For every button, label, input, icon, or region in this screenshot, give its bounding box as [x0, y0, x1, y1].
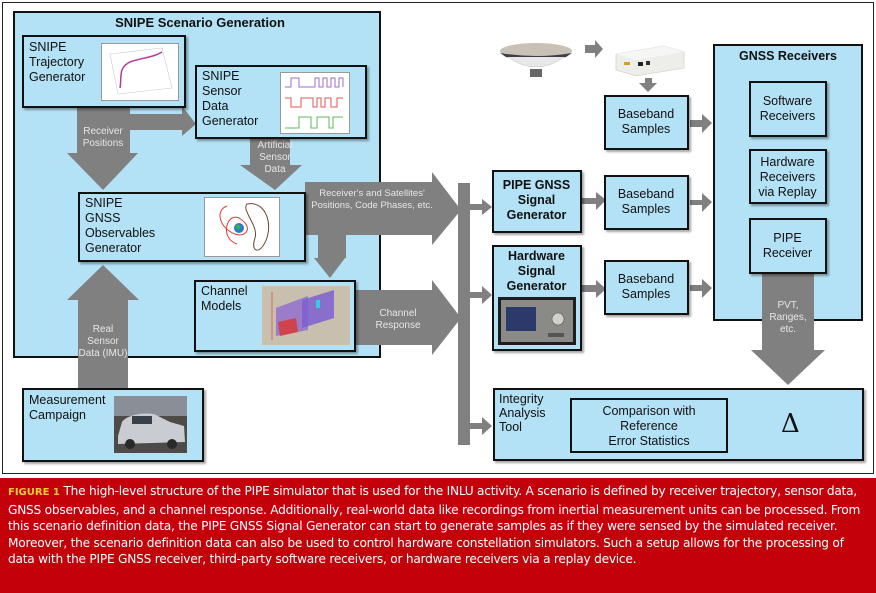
pvt-ranges-label: PVT, Ranges, etc.: [769, 300, 807, 335]
pvt-ranges-arrow: [751, 272, 825, 385]
receiver-positions-branch-arrow: [130, 106, 196, 136]
pipe-signal-generator-box: PIPE GNSS Signal Generator: [492, 170, 582, 233]
observables-generator-box: SNIPE GNSS Observables Generator: [78, 192, 306, 262]
figure-label: FIGURE 1: [8, 487, 60, 498]
pipe-receiver-box: PIPE Receiver: [749, 218, 827, 274]
signal-generator-device-photo: [498, 297, 576, 345]
sensor-signals-thumbnail: [280, 72, 350, 134]
figure-caption: FIGURE 1 The high-level structure of the…: [0, 478, 876, 593]
arrow-layer: [67, 40, 825, 445]
distribution-bus: [458, 183, 470, 445]
baseband-samples-box: Baseband Samples: [604, 175, 689, 230]
antenna-to-frontend-arrow: [585, 40, 603, 58]
trajectory-generator-label: SNIPE Trajectory Generator: [29, 40, 86, 84]
positions-code-phases-label: Receiver's and Satellites' Positions, Co…: [311, 188, 433, 211]
delta-icon: Δ: [781, 409, 800, 439]
baseband-samples-box: Baseband Samples: [604, 95, 689, 150]
positions-to-channel-arrow: [314, 235, 346, 278]
channel-model-thumbnail: [262, 286, 350, 345]
baseband-samples-box: Baseband Samples: [604, 260, 689, 315]
artificial-sensor-data-arrow: [240, 139, 302, 190]
channel-models-box: Channel Models: [194, 280, 356, 352]
positions-code-phases-arrow: [305, 172, 461, 245]
sensor-data-generator-label: SNIPE Sensor Data Generator: [202, 69, 259, 128]
artificial-sensor-data-label: Artificial Sensor Data: [257, 140, 293, 175]
car-photo-thumbnail: [114, 396, 187, 453]
observables-generator-label: SNIPE GNSS Observables Generator: [85, 196, 156, 255]
gnss-receivers-title: GNSS Receivers: [739, 49, 837, 63]
real-sensor-data-label: Real Sensor Data (IMU): [78, 324, 128, 359]
trajectory-generator-box: SNIPE Trajectory Generator: [22, 35, 186, 108]
frontend-to-baseband-arrow: [639, 78, 657, 92]
trajectory-plot-thumbnail: [101, 43, 179, 101]
caption-text: The high-level structure of the PIPE sim…: [8, 484, 861, 566]
measurement-campaign-box: Measurement Campaign: [22, 388, 204, 462]
channel-response-label: Channel Response: [375, 308, 421, 331]
channel-models-label: Channel Models: [201, 284, 248, 313]
rf-frontend-device-icon: [615, 45, 685, 77]
comparison-error-statistics-box: Comparison with Reference Error Statisti…: [570, 398, 728, 453]
receiver-positions-arrow: [67, 107, 138, 190]
real-sensor-data-arrow: [67, 265, 139, 390]
software-receivers-box: Software Receivers: [749, 81, 827, 137]
hardware-receivers-box: Hardware Receivers via Replay: [749, 149, 827, 204]
hardware-signal-generator-box: Hardware Signal Generator: [492, 245, 582, 351]
integrity-analysis-tool-box: Integrity Analysis Tool Comparison with …: [493, 388, 864, 461]
orbit-plot-thumbnail: [204, 197, 280, 257]
measurement-campaign-label: Measurement Campaign: [29, 393, 106, 422]
scenario-generation-title: SNIPE Scenario Generation: [115, 15, 285, 30]
gnss-antenna-icon: [500, 43, 572, 77]
sensor-data-generator-box: SNIPE Sensor Data Generator: [195, 65, 367, 139]
receiver-positions-label: Receiver Positions: [82, 126, 124, 149]
channel-response-arrow: [356, 280, 461, 355]
